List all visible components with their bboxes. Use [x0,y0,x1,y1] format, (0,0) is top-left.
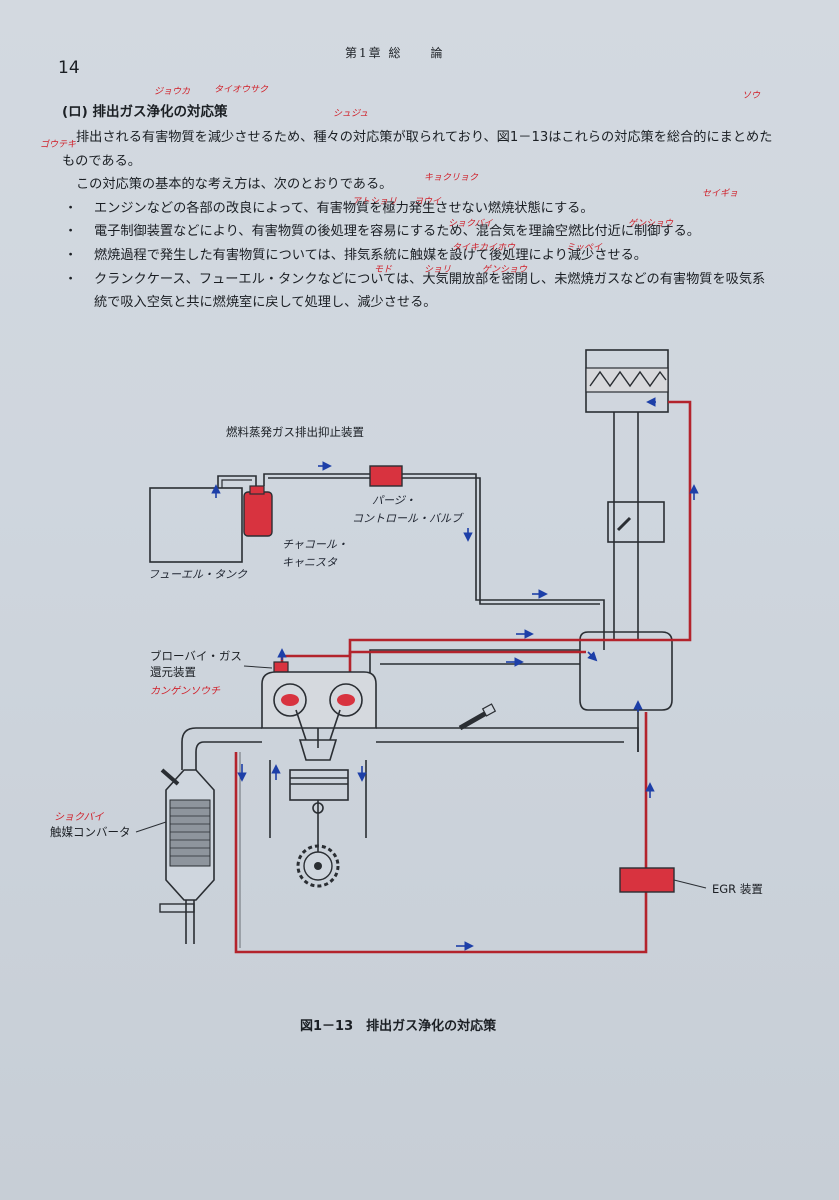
annotation-kyokuryoku: キョクリョク [424,173,479,183]
flow-arrows [211,397,699,951]
bullet-item: 電子制御装置などにより、有害物質の後処理を容易にするため、混合気を理論空燃比付近… [62,220,777,244]
sensor-plug [458,703,497,731]
annotation-shuju: シュジュ [333,109,369,119]
handwritten-blowby-reading: カンゲンソウチ [150,685,221,697]
handwritten-charcoal: チャコール・ [282,538,348,551]
handwritten-canister: キャニスタ [282,556,338,569]
bullet-item: 燃焼過程で発生した有害物質については、排気系統に触媒を設けて後処理により減少させ… [62,244,777,268]
label-egr: EGR 装置 [712,882,763,896]
handwritten-purge: パージ・ [372,494,416,507]
running-header: 第1章 総 論 [345,46,445,60]
annotation-seigyo: セイギョ [702,189,739,199]
purge-control-valve [369,465,403,487]
annotation-taiousaku: タイオウサク [214,85,269,95]
paragraph-2: この対応策の基本的な考え方は、次のとおりである。 [76,177,393,193]
intake-duct [607,412,665,640]
purge-line [263,473,605,650]
handwritten-fuel-tank: フューエル・タンク [148,568,248,581]
annotation-sougouteki: ゴウテキ [40,140,77,150]
crankshaft-gear [296,844,340,888]
label-blowby-gas: ブローバイ・ガス [150,649,242,663]
section-heading: (ロ) 排出ガス浄化の対応策 [62,104,228,120]
intake-runner [369,649,580,700]
body-text: 排出される有害物質を減少させるため、種々の対応策が取られており、図1－13はこれ… [62,126,777,315]
fuel-tank [149,487,243,563]
bullet-item: エンジンなどの各部の改良によって、有害物質を極力発生させない燃焼状態にする。 [62,197,777,221]
label-evaporative-system: 燃料蒸発ガス排出抑止装置 [226,425,364,439]
air-cleaner [585,349,669,413]
handwritten-purge-control-valve: コントロール・バルブ [352,512,464,525]
engine [261,671,377,860]
paragraph-1: 排出される有害物質を減少させるため、種々の対応策が取られており、図1－13はこれ… [62,130,773,169]
annotation-jouka: ジョウカ [154,87,191,97]
egr-red-line [234,712,648,954]
figure-caption: 図1－13 排出ガス浄化の対応策 [300,1019,497,1034]
bullet-list: エンジンなどの各部の改良によって、有害物質を極力発生させない燃焼状態にする。 電… [62,197,777,315]
label-blowby-return: 還元装置 [150,665,196,679]
label-catalytic-converter: 触媒コンバータ [50,825,131,839]
annotation-sou: ソウ [742,91,761,101]
catalytic-converter [159,768,215,944]
exhaust-pipe [181,727,639,770]
egr-valve [619,867,675,893]
page-number: 14 [58,58,80,78]
charcoal-canister [243,485,273,537]
handwritten-catalyst-reading: ショクバイ [54,811,104,823]
intake-plenum [579,631,673,711]
bullet-item: クランクケース、フューエル・タンクなどについては、大気開放部を密閉し、未燃焼ガス… [62,268,777,315]
